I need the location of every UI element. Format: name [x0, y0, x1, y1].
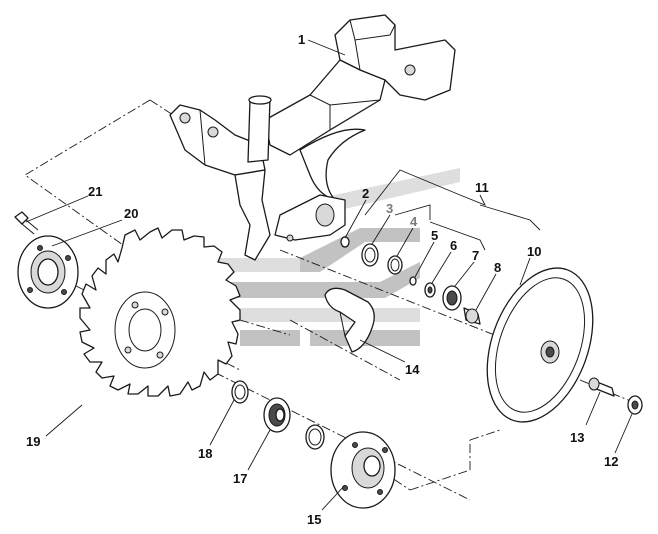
callout-5: 5 — [431, 228, 438, 243]
leader-lines — [25, 39, 633, 511]
callout-15: 15 — [307, 512, 321, 527]
plain-disc — [486, 267, 594, 423]
washer-right — [627, 395, 643, 415]
callout-2: 2 — [362, 186, 369, 201]
callout-21: 21 — [88, 184, 102, 199]
snap-ring — [231, 380, 249, 404]
callout-7: 7 — [472, 248, 479, 263]
callout-3: 3 — [386, 201, 393, 216]
callout-14: 14 — [405, 362, 420, 377]
callout-8: 8 — [494, 260, 501, 275]
bolt-left — [14, 211, 39, 235]
cap-screw — [588, 377, 615, 397]
frame-assembly — [169, 14, 456, 261]
callout-13: 13 — [570, 430, 584, 445]
callout-1: 1 — [298, 32, 305, 47]
callout-17: 17 — [233, 471, 247, 486]
callout-19: 19 — [26, 434, 40, 449]
callout-labels: 1 2 3 4 5 6 7 8 10 11 12 13 14 15 17 18 … — [26, 32, 618, 527]
o-ring — [305, 424, 325, 450]
hub-flange-right — [330, 431, 396, 509]
callout-20: 20 — [124, 206, 138, 221]
callout-4: 4 — [410, 214, 418, 229]
callout-11: 11 — [475, 180, 489, 195]
bearing-stack-parts — [340, 236, 481, 325]
bracket-tube — [324, 287, 375, 353]
notched-disc-blade — [79, 227, 241, 397]
callout-18: 18 — [198, 446, 212, 461]
hub-flange-left — [17, 235, 79, 309]
callout-12: 12 — [604, 454, 618, 469]
callout-6: 6 — [450, 238, 457, 253]
bearing — [263, 397, 291, 433]
callout-10: 10 — [527, 244, 541, 259]
